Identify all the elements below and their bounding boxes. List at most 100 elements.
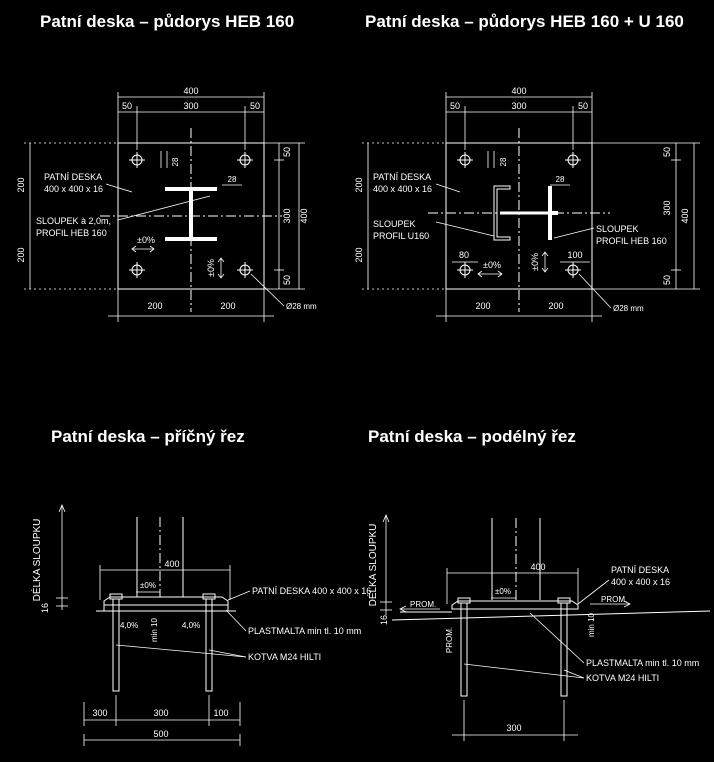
u-column-label: SLOUPEK	[373, 219, 416, 229]
anchor-hole	[237, 152, 253, 168]
plan-heb160-u160: 400 50 300 50 200 200 200 200	[354, 86, 700, 322]
grout-layer	[103, 604, 229, 612]
dim-left-top: 200	[354, 177, 364, 192]
anchor-hole	[129, 152, 145, 168]
dim-16: 16	[40, 603, 50, 613]
anchor-label: KOTVA M24 HILTI	[248, 652, 321, 662]
anchor-nut	[109, 593, 123, 600]
dim-left-bottom: 200	[354, 247, 364, 262]
dim-bottom-1: 300	[92, 708, 107, 718]
grout-label: PLASTMALTA min tl. 10 mm	[586, 658, 699, 668]
dim-right-mid: 300	[282, 208, 292, 223]
dim-right-mid: 300	[662, 200, 672, 215]
longitudinal-section: DÉLKA SLOUPKU 16 400 ±0%	[366, 513, 711, 741]
plan-heb160: 400 50 300 50 200 200 200 200	[16, 86, 317, 322]
title-cross-section: Patní deska – příčný řez	[51, 427, 245, 446]
dim-top-mid: 300	[511, 101, 526, 111]
hole-diameter-label: Ø28 mm	[613, 304, 644, 313]
anchor-hole	[565, 262, 581, 278]
dim-top-total: 400	[183, 86, 198, 96]
level-horizontal: ±0%	[137, 235, 155, 245]
plate-label: PATNÍ DESKA 400 x 400 x 16	[252, 586, 371, 596]
title-plan-heb160: Patní deska – půdorys HEB 160	[40, 12, 295, 31]
plate-size-label: 400 x 400 x 16	[373, 184, 432, 194]
dim-bottom-left: 200	[147, 301, 162, 311]
slope-right-label: 4,0%	[182, 621, 200, 630]
dim-top-right: 50	[250, 101, 260, 111]
heb-column-profile-label: PROFIL HEB 160	[596, 236, 667, 246]
dim-28-flange: 28	[499, 157, 508, 166]
dim-top-right: 50	[578, 101, 588, 111]
dim-right-bottom: 50	[282, 275, 292, 285]
prom-right-label: PROM.	[601, 595, 627, 604]
dim-left-bottom: 200	[16, 247, 26, 262]
column-profile-label: PROFIL HEB 160	[36, 228, 107, 238]
dim-bottom-2: 300	[153, 708, 168, 718]
grout-label: PLASTMALTA min tl. 10 mm	[248, 626, 361, 636]
column-height-label: DÉLKA SLOUPKU	[30, 519, 43, 602]
base-plate-section	[103, 596, 229, 606]
heb-column-label: SLOUPEK	[596, 224, 639, 234]
level-vertical: ±0%	[530, 253, 540, 271]
anchor-label: KOTVA M24 HILTI	[586, 673, 659, 683]
heb-web	[189, 187, 193, 241]
dim-right-total: 400	[299, 208, 309, 223]
dim-bottom-right: 200	[220, 301, 235, 311]
min10-label: min 10	[150, 617, 159, 642]
column-label: SLOUPEK à 2,0m,	[36, 216, 111, 226]
u-column-profile-label: PROFIL U160	[373, 231, 429, 241]
prom-left-label: PROM.	[410, 600, 436, 609]
level-horizontal: ±0%	[483, 260, 501, 270]
dim-left-top: 200	[16, 177, 26, 192]
slope-left-label: 4,0%	[120, 621, 138, 630]
dim-80: 80	[459, 250, 469, 260]
plate-size-label: 400 x 400 x 16	[44, 184, 103, 194]
title-longitudinal-section: Patní deska – podélný řez	[368, 427, 576, 446]
dim-100: 100	[567, 250, 582, 260]
dim-bottom-left: 200	[475, 301, 490, 311]
anchor-bolt	[205, 598, 213, 692]
foundation-top	[391, 610, 711, 621]
prom-vertical-label: PROM.	[445, 627, 454, 653]
plate-size-label: 400 x 400 x 16	[611, 577, 670, 587]
u160-profile	[493, 185, 511, 241]
dim-total: 500	[153, 729, 168, 739]
column-height-label: DÉLKA SLOUPKU	[366, 524, 379, 607]
level-label: ±0%	[495, 587, 511, 596]
anchor-nut	[202, 593, 216, 600]
anchor-hole	[457, 152, 473, 168]
base-plate-section	[451, 600, 579, 610]
min10-label: min 10	[587, 612, 596, 637]
level-vertical: ±0%	[206, 259, 216, 277]
level-label: ±0%	[140, 581, 156, 590]
dim-28-edge: 28	[556, 175, 565, 184]
dim-right-total: 400	[680, 208, 690, 223]
plate-label: PATNÍ DESKA	[44, 172, 102, 182]
dim-400: 400	[530, 562, 545, 572]
dim-top-mid: 300	[183, 101, 198, 111]
anchor-nut	[557, 597, 571, 604]
anchor-hole	[237, 262, 253, 278]
dim-top-left: 50	[122, 101, 132, 111]
anchor-bolt	[560, 602, 568, 697]
hole-diameter-label: Ø28 mm	[286, 302, 317, 311]
dim-bottom-3: 100	[213, 708, 228, 718]
anchor-bolt	[460, 602, 468, 697]
anchor-hole	[457, 262, 473, 278]
dim-16: 16	[379, 615, 389, 625]
anchor-nut	[457, 597, 471, 604]
dim-28-edge: 28	[228, 175, 237, 184]
dim-bottom-right: 200	[548, 301, 563, 311]
dim-bottom: 300	[506, 723, 521, 733]
plate-label: PATNÍ DESKA	[373, 172, 431, 182]
anchor-hole	[565, 152, 581, 168]
dim-28-flange: 28	[171, 157, 180, 166]
cross-section: DÉLKA SLOUPKU 16 400 ±0% 4,0%	[30, 503, 371, 746]
heb-web	[548, 211, 558, 215]
dim-right-top: 50	[282, 147, 292, 157]
dim-right-bottom: 50	[662, 275, 672, 285]
title-plan-heb160-u160: Patní deska – půdorys HEB 160 + U 160	[365, 12, 684, 31]
heb-flange-bottom	[165, 237, 217, 241]
